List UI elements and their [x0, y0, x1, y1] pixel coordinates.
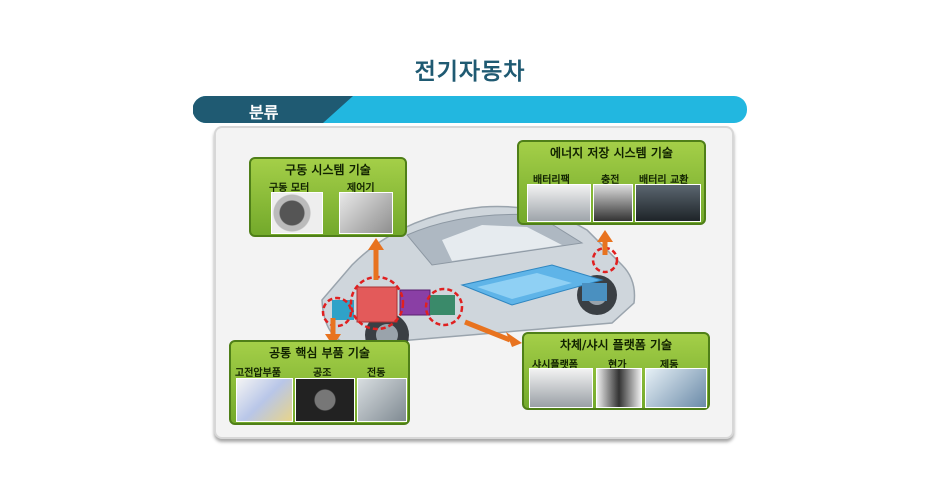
common-parts-title: 공통 핵심 부품 기술 — [269, 346, 370, 360]
battery-swap-label: 배터리 교환 — [639, 175, 689, 186]
controller-image — [339, 192, 393, 234]
banner-label: 분류 — [249, 103, 279, 122]
battery-pack-image — [527, 184, 591, 222]
common-parts-box: 공통 핵심 부품 기술 고전압부품 공조 전동 — [229, 340, 410, 425]
section-banner: 분류 — [193, 96, 747, 123]
car-illustration — [321, 205, 636, 357]
chassis-platform-title: 차체/샤시 플랫폼 기술 — [559, 338, 673, 352]
charging-label: 충전 — [601, 175, 620, 186]
energy-storage-title: 에너지 저장 시스템 기술 — [550, 146, 673, 160]
chassis-image — [529, 368, 593, 408]
energy-storage-box: 에너지 저장 시스템 기술 배터리팩 충전 배터리 교환 — [517, 140, 706, 225]
drive-system-box: 구동 시스템 기술 구동 모터 제어기 — [249, 157, 407, 237]
banner-shape — [193, 96, 747, 123]
brake-label: 제동 — [660, 360, 679, 371]
electric-image — [357, 378, 407, 422]
suspension-label: 현가 — [608, 360, 627, 371]
battery-swap-image — [635, 184, 701, 222]
electric-label: 전동 — [367, 368, 386, 379]
high-voltage-label: 고전압부품 — [235, 368, 281, 379]
high-voltage-image — [236, 378, 293, 422]
chassis-platform-box: 차체/샤시 플랫폼 기술 샤시플랫폼 현가 제동 — [522, 332, 710, 410]
charging-image — [593, 184, 633, 222]
chassis-label: 샤시플랫폼 — [532, 360, 578, 371]
drive-motor-label: 구동 모터 — [269, 183, 310, 194]
drive-motor-image — [271, 192, 323, 234]
suspension-image — [596, 368, 642, 408]
page-title: 전기자동차 — [414, 59, 526, 85]
battery-pack-label: 배터리팩 — [533, 175, 570, 186]
brake-image — [645, 368, 707, 408]
hvac-label: 공조 — [313, 368, 332, 379]
controller-label: 제어기 — [347, 183, 375, 194]
hvac-image — [295, 378, 355, 422]
drive-system-title: 구동 시스템 기술 — [285, 163, 371, 177]
